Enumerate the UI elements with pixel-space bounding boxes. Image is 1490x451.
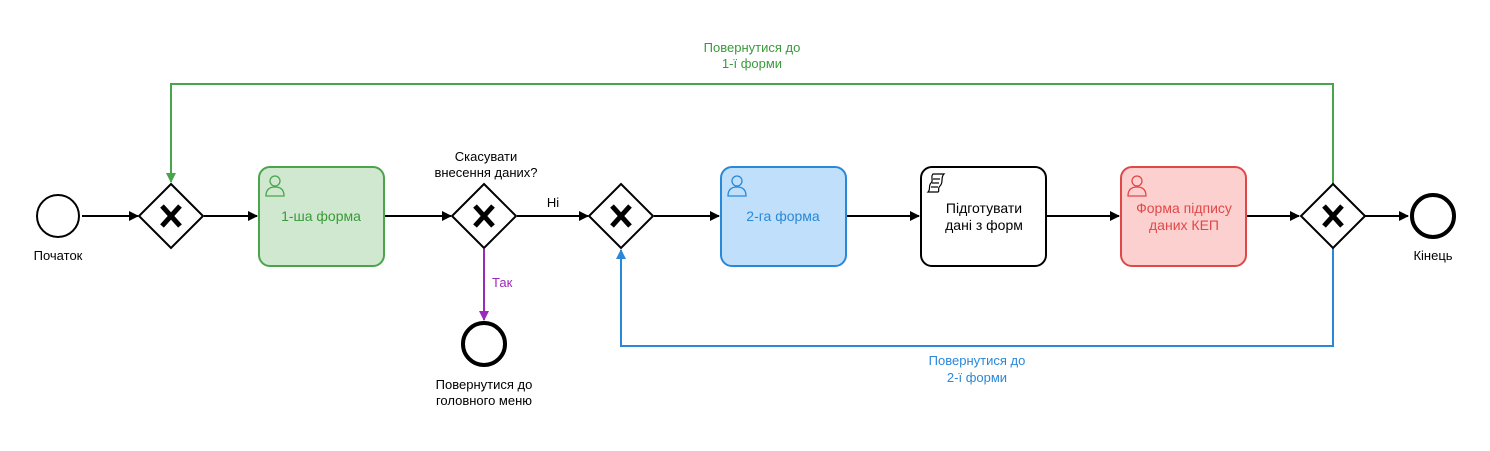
task-prepare-data[interactable]: Підготувати дані з форм: [920, 166, 1047, 267]
task-sign-label-line1: Форма підпису: [1136, 200, 1232, 216]
x-marker-icon: [473, 204, 495, 228]
gateway-2[interactable]: [450, 182, 518, 250]
task-form1[interactable]: 1-ша форма: [258, 166, 385, 267]
gateway-4[interactable]: [1299, 182, 1367, 250]
back-to-form2-label-line2: 2-ї форми: [947, 370, 1007, 385]
task-sign-form[interactable]: Форма підпису даних КЕП: [1120, 166, 1247, 267]
cancel-end-event[interactable]: [461, 321, 507, 367]
branch-no-label: Ні: [547, 195, 559, 210]
flow-back-to-form1: [166, 83, 1334, 185]
back-to-form1-label-line1: Повернутися до: [704, 40, 801, 55]
x-marker-icon: [160, 204, 182, 228]
user-icon: [265, 175, 285, 197]
flow-back-to-form2: [616, 248, 1334, 347]
cancel-end-label-line1: Повернутися до: [436, 377, 533, 392]
task-prepare-label-line2: дані з форм: [945, 217, 1023, 233]
script-icon: [926, 173, 946, 193]
back-to-form2-label-line1: Повернутися до: [929, 353, 1026, 368]
end-event[interactable]: [1410, 193, 1456, 239]
task-sign-label-line2: даних КЕП: [1149, 217, 1219, 233]
task-form2[interactable]: 2-га форма: [720, 166, 847, 267]
task-form2-label: 2-га форма: [746, 208, 820, 224]
gateway-3[interactable]: [587, 182, 655, 250]
user-icon: [1127, 175, 1147, 197]
gateway-2-question-line2: внесення даних?: [434, 165, 537, 180]
start-label: Початок: [34, 248, 83, 263]
user-icon: [727, 175, 747, 197]
start-event[interactable]: [36, 194, 80, 238]
task-prepare-label-line1: Підготувати: [946, 200, 1022, 216]
x-marker-icon: [1322, 204, 1344, 228]
x-marker-icon: [610, 204, 632, 228]
branch-yes-label: Так: [492, 275, 513, 290]
end-label: Кінець: [1413, 248, 1452, 263]
back-to-form1-label-line2: 1-ї форми: [722, 56, 782, 71]
gateway-2-question-line1: Скасувати: [455, 149, 518, 164]
task-form1-label: 1-ша форма: [281, 208, 361, 224]
gateway-1[interactable]: [137, 182, 205, 250]
cancel-end-label-line2: головного меню: [436, 393, 532, 408]
